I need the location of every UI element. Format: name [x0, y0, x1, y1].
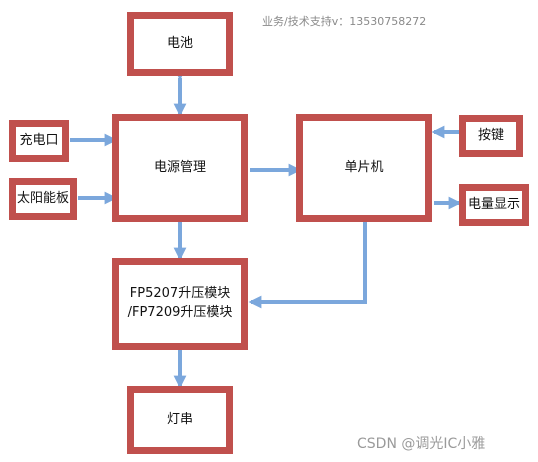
power-management-node: 电源管理	[112, 114, 248, 222]
battery-node: 电池	[127, 12, 233, 76]
solar-panel-node: 太阳能板	[9, 178, 77, 220]
button-node: 按键	[459, 115, 523, 157]
arrow-mcu-to-boost	[248, 222, 367, 309]
mcu-node: 单片机	[296, 114, 432, 222]
boost-module-node: FP5207升压模块 /FP7209升压模块	[112, 258, 248, 350]
battery-display-node: 电量显示	[459, 184, 529, 226]
contact-note: 业务/技术支持v：13530758272	[262, 15, 427, 28]
charge-port-node: 充电口	[9, 120, 69, 162]
light-string-node: 灯串	[127, 386, 233, 454]
watermark: CSDN @调光IC小雅	[357, 436, 486, 452]
